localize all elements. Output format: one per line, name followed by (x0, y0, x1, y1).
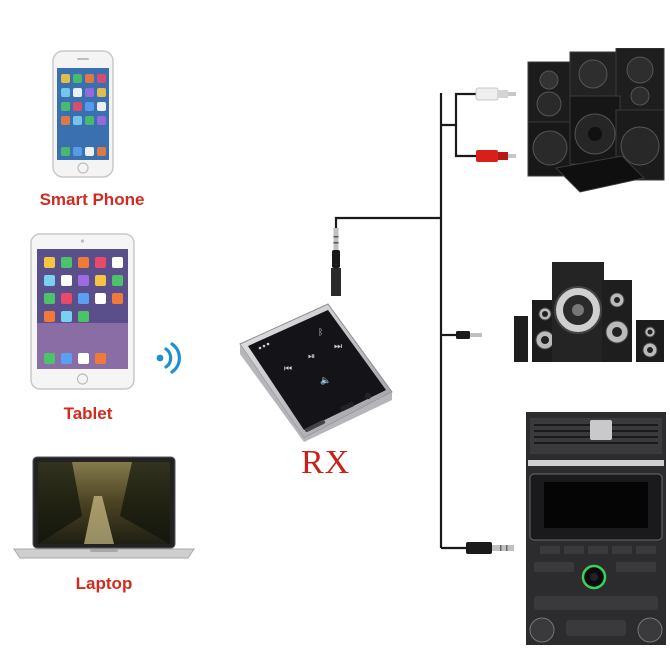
bluetooth-icon[interactable]: ᛒ (318, 328, 324, 338)
rca-white-plug (475, 87, 516, 101)
smart-phone-image (52, 50, 114, 178)
play-pause-icon[interactable]: ⏯ (308, 352, 316, 362)
wireless-signal-icon (155, 340, 185, 376)
speaker-set-image (514, 260, 666, 364)
receiver-jack-plug (331, 228, 341, 296)
speaker-stack-image (526, 47, 666, 193)
rx-label: RX (301, 444, 351, 481)
rca-red-plug (476, 150, 516, 162)
car-stereo-image (526, 412, 666, 645)
rx-receiver-device: ᛒ ⏮ ⏯ ⏭ 🔈 (236, 300, 396, 442)
car-jack-plug (466, 542, 514, 554)
laptop-label: Laptop (75, 574, 133, 593)
smart-phone-label: Smart Phone (39, 190, 145, 209)
speaker-jack-plug (456, 331, 482, 339)
tablet-image (30, 233, 135, 390)
tablet-label: Tablet (63, 404, 113, 423)
volume-icon[interactable]: 🔈 (320, 376, 332, 386)
prev-icon[interactable]: ⏮ (284, 364, 293, 374)
laptop-image (12, 456, 196, 560)
next-icon[interactable]: ⏭ (334, 342, 343, 352)
